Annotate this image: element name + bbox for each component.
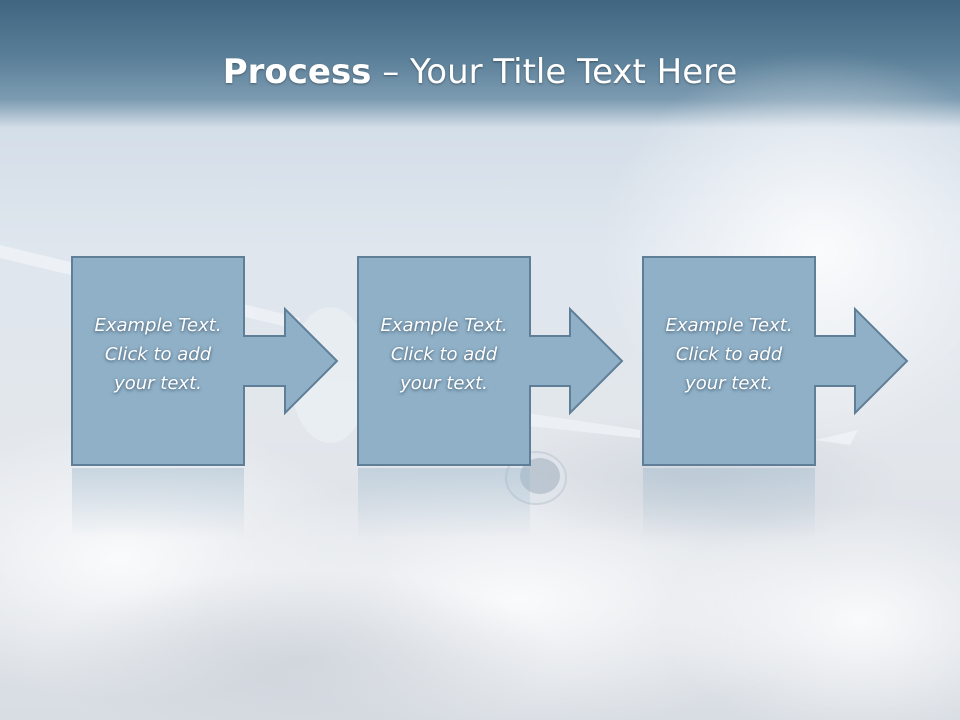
step-3-arrow-shape <box>642 256 909 466</box>
step-3-text[interactable]: Example Text. Click to add your text. <box>643 311 815 398</box>
process-step-2[interactable] <box>357 256 624 466</box>
step-2-line-2: Click to add <box>390 344 498 365</box>
step-1-line-1: Example Text. <box>94 315 222 336</box>
slide-title[interactable]: Process – Your Title Text Here <box>0 52 960 92</box>
process-step-3[interactable] <box>642 256 909 466</box>
step-3-line-1: Example Text. <box>665 315 793 336</box>
step-1-line-3: your text. <box>114 373 202 394</box>
step-1-line-2: Click to add <box>104 344 212 365</box>
step-3-line-3: your text. <box>685 373 773 394</box>
step-1-text[interactable]: Example Text. Click to add your text. <box>72 311 244 398</box>
step-1-arrow-shape <box>71 256 339 466</box>
step-3-line-2: Click to add <box>675 344 783 365</box>
step-2-line-1: Example Text. <box>380 315 508 336</box>
step-2-line-3: your text. <box>400 373 488 394</box>
step-2-arrow-shape <box>357 256 624 466</box>
title-rest: – Your Title Text Here <box>371 52 738 92</box>
process-step-1[interactable] <box>71 256 339 466</box>
title-bold: Process <box>222 52 372 92</box>
step-2-text[interactable]: Example Text. Click to add your text. <box>358 311 530 398</box>
